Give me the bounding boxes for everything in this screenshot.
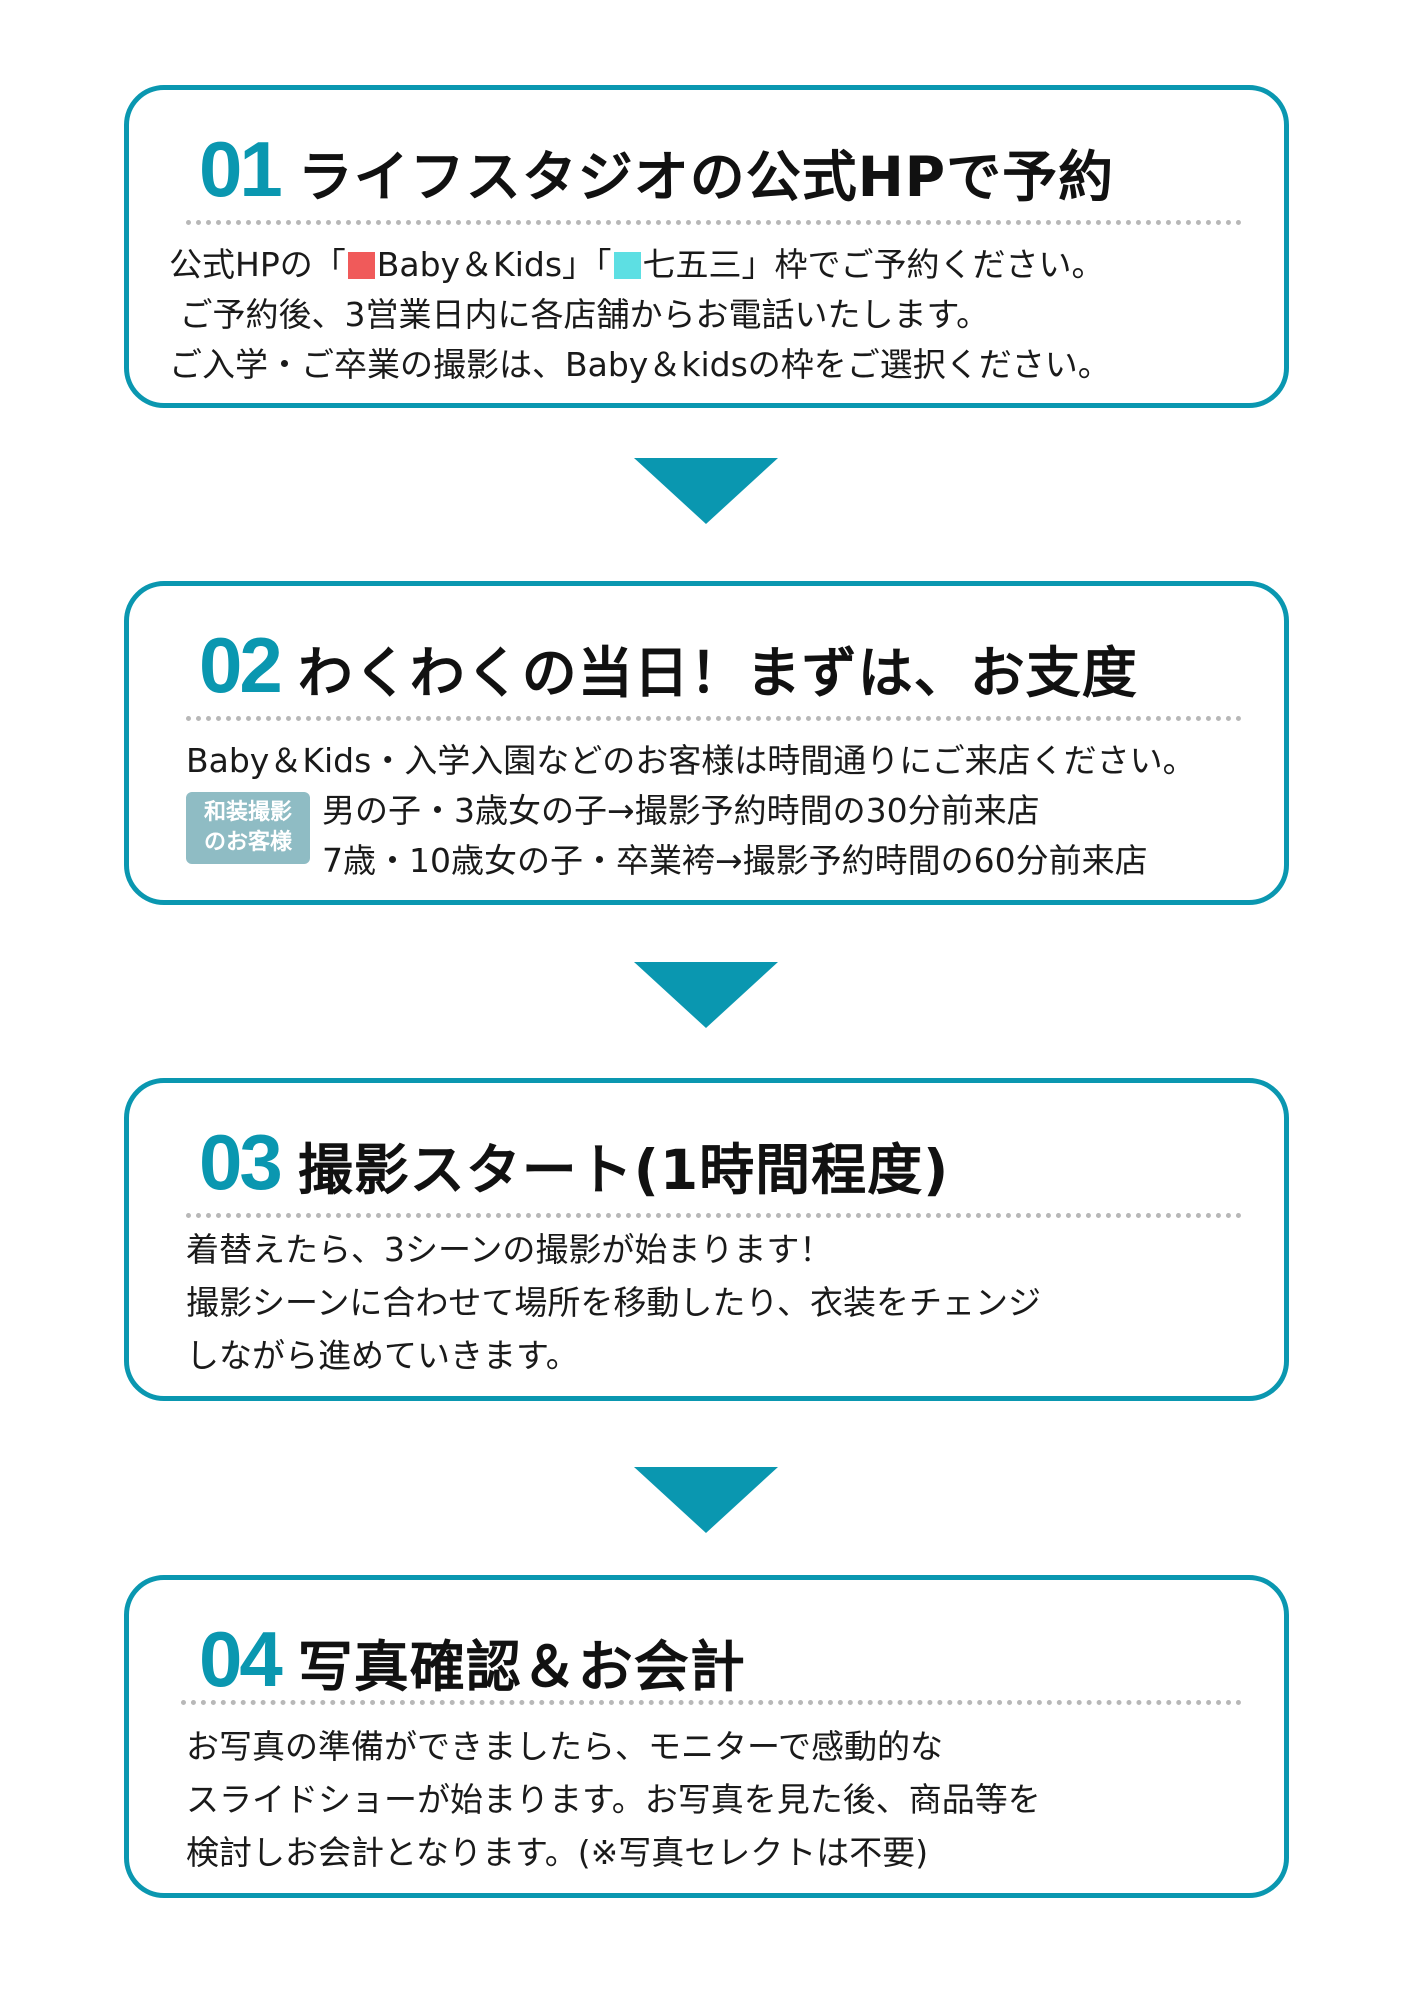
step-03-card: 03 撮影スタート(1時間程度) 着替えたら、3シーンの撮影が始まります！ 撮影… [124,1078,1289,1401]
step-body: お写真の準備ができましたら、モニターで感動的な スライドショーが始まります。お写… [186,1720,1041,1879]
body-line: 検討しお会計となります。(※写真セレクトは不要) [186,1833,929,1872]
body-line: 男の子・3歳女の子→撮影予約時間の30分前来店 [322,791,1040,830]
body-line: お写真の準備ができましたら、モニターで感動的な [186,1727,944,1766]
step-heading: 03 撮影スタート(1時間程度) [199,1117,949,1208]
step-heading: 01 ライフスタジオの公式HPで予約 [199,124,1114,215]
kimono-customer-badge: 和装撮影のお客様 [186,792,311,864]
step-title: 写真確認＆お会計 [297,1635,746,1699]
dotted-divider [181,1700,1242,1705]
red-square-icon [347,252,375,279]
step-body: Baby＆Kids・入学入園などのお客様は時間通りにご来店ください。 和装撮影の… [186,736,1196,886]
baby-kids-label: Baby＆Kids [376,245,563,284]
body-line: 公式HPの「 Baby＆Kids」「七五三」枠でご予約ください。 [169,240,1111,290]
down-arrow-icon [634,458,778,528]
body-line: 7歳・10歳女の子・卒業袴→撮影予約時間の60分前来店 [322,841,1148,880]
dotted-divider [186,1213,1242,1218]
step-heading: 04 写真確認＆お会計 [199,1614,746,1705]
down-arrow-icon [634,962,778,1032]
dotted-divider [186,220,1242,225]
step-title: 撮影スタート(1時間程度) [297,1138,950,1202]
text: 」枠でご予約ください。 [741,245,1105,284]
step-title: わくわくの当日！まずは、お支度 [297,641,1138,705]
step-number: 04 [199,1615,283,1703]
badge-line: のお客様 [204,830,293,855]
body-line: 撮影シーンに合わせて場所を移動したり、衣装をチェンジ [186,1283,1042,1322]
step-number: 02 [199,621,283,709]
step-04-card: 04 写真確認＆お会計 お写真の準備ができましたら、モニターで感動的な スライド… [124,1575,1289,1898]
body-line: しながら進めていきます。 [186,1336,579,1375]
step-title: ライフスタジオの公式HPで予約 [297,145,1115,209]
step-heading: 02 わくわくの当日！まずは、お支度 [199,620,1138,711]
dotted-divider [186,716,1242,721]
text: 公式HPの「 [169,245,346,284]
shichigosan-label: 七五三 [642,245,742,284]
kimono-section: 和装撮影のお客様 男の子・3歳女の子→撮影予約時間の30分前来店 7歳・10歳女… [186,786,1196,886]
text: 」「 [562,245,612,284]
body-line: 着替えたら、3シーンの撮影が始まります！ [186,1230,833,1269]
down-arrow-icon [634,1467,778,1537]
body-line: ご入学・ご卒業の撮影は、Baby＆kidsの枠をご選択ください。 [169,345,1111,384]
step-02-card: 02 わくわくの当日！まずは、お支度 Baby＆Kids・入学入園などのお客様は… [124,581,1289,905]
step-01-card: 01 ライフスタジオの公式HPで予約 公式HPの「 Baby＆Kids」「七五三」… [124,85,1289,408]
kimono-times: 男の子・3歳女の子→撮影予約時間の30分前来店 7歳・10歳女の子・卒業袴→撮影… [322,786,1148,886]
body-line: Baby＆Kids・入学入園などのお客様は時間通りにご来店ください。 [186,741,1196,780]
body-line: スライドショーが始まります。お写真を見た後、商品等を [186,1780,1041,1819]
badge-line: 和装撮影 [204,800,293,825]
step-body: 着替えたら、3シーンの撮影が始まります！ 撮影シーンに合わせて場所を移動したり、… [186,1223,1041,1382]
step-number: 01 [199,125,283,213]
step-body: 公式HPの「 Baby＆Kids」「七五三」枠でご予約ください。 ご予約後、3営業… [169,240,1111,390]
cyan-square-icon [613,252,641,279]
step-number: 03 [199,1118,283,1206]
body-line: ご予約後、3営業日内に各店舗からお電話いたします。 [169,295,990,334]
